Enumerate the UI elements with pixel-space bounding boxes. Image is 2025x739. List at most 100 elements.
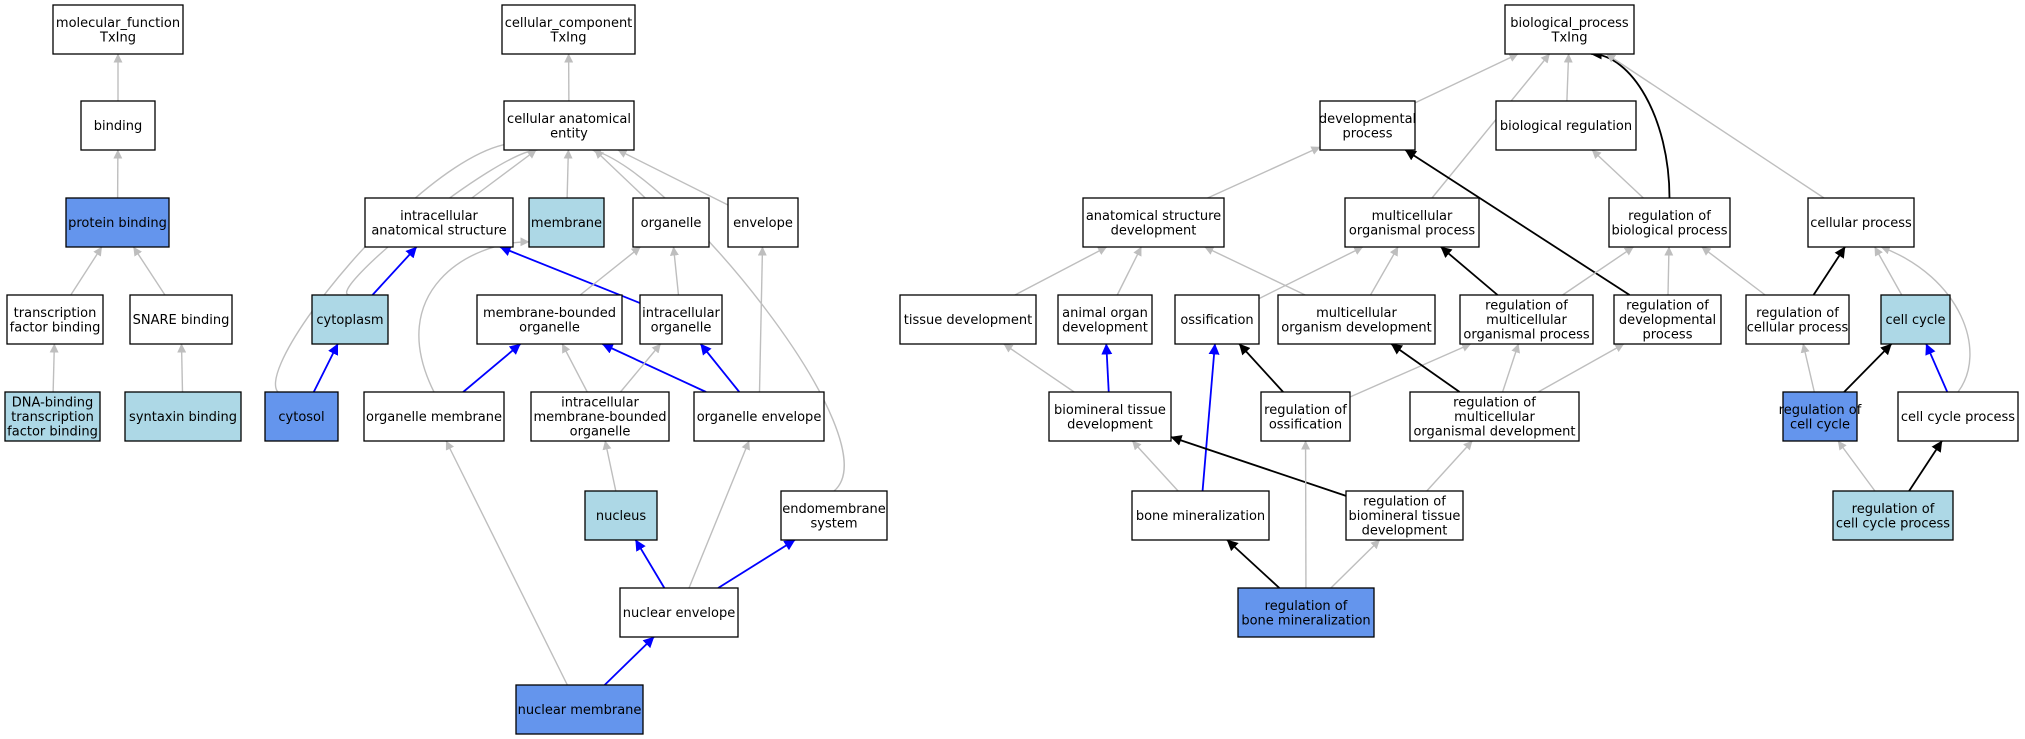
edge-btd-to-td	[1003, 343, 1075, 393]
edge-bm-to-btd	[1131, 440, 1179, 492]
node-label-line: development	[1062, 320, 1148, 335]
node-label-line: nuclear envelope	[623, 606, 735, 621]
node-label-line: biological regulation	[1500, 119, 1632, 134]
edge-es-to-cae	[591, 147, 845, 492]
node-cp[interactable]: cellular process	[1807, 197, 1915, 248]
node-label-line: membrane	[531, 216, 602, 231]
node-oe[interactable]: organelle envelope	[693, 391, 825, 442]
node-box	[476, 294, 623, 345]
node-label-line: endomembrane	[782, 502, 886, 517]
node-box	[1048, 391, 1172, 442]
node-syntaxin-binding[interactable]: syntaxin binding	[124, 391, 242, 442]
node-box	[1897, 391, 2019, 442]
edge-cytosol-to-cytoplasm	[312, 343, 339, 393]
node-ccp[interactable]: cell cycle process	[1897, 391, 2019, 442]
node-label-line: envelope	[733, 216, 793, 231]
node-box	[129, 294, 233, 345]
edge-ross-to-rmop	[1349, 343, 1472, 398]
edge-ross-to-oss	[1238, 343, 1284, 393]
node-box	[1880, 294, 1951, 345]
node-box	[619, 587, 739, 638]
node-protein-binding[interactable]: protein binding	[65, 197, 170, 248]
node-label-line: process	[1643, 328, 1693, 343]
node-box	[1608, 197, 1731, 248]
edge-rbp-to-br	[1591, 149, 1644, 199]
edge-cytosol-to-cae	[274, 141, 542, 396]
node-om[interactable]: organelle membrane	[363, 391, 505, 442]
edge-om-to-mbo	[462, 343, 521, 393]
node-box	[632, 197, 710, 248]
node-binding[interactable]: binding	[80, 100, 156, 151]
edge-dna_tf_binding-to-tf_binding	[49, 343, 59, 393]
node-bm[interactable]: bone mineralization	[1131, 490, 1270, 541]
node-label-line: organelle envelope	[697, 410, 822, 425]
node-cc-cycle[interactable]: cell cycle	[1880, 294, 1951, 345]
node-box	[1174, 294, 1260, 345]
node-box	[1459, 294, 1594, 345]
node-box	[6, 294, 104, 345]
node-envelope[interactable]: envelope	[727, 197, 799, 248]
node-td[interactable]: tissue development	[899, 294, 1037, 345]
node-box	[530, 391, 670, 442]
node-cytosol[interactable]: cytosol	[264, 391, 339, 442]
node-label-line: organelle membrane	[366, 410, 502, 425]
node-box	[1495, 100, 1637, 151]
node-label-line: multicellular	[1316, 306, 1397, 321]
node-box	[1807, 197, 1915, 248]
node-ne[interactable]: nuclear envelope	[619, 587, 739, 638]
edge-imbo-to-io	[619, 343, 662, 393]
edge-mod-to-asd	[1204, 246, 1306, 296]
node-label-line: factor binding	[7, 425, 98, 440]
node-snare-binding[interactable]: SNARE binding	[129, 294, 233, 345]
edge-oss-to-mop	[1258, 246, 1364, 300]
node-label-line: multicellular	[1372, 209, 1453, 224]
node-br[interactable]: biological regulation	[1495, 100, 1637, 151]
node-organelle[interactable]: organelle	[632, 197, 710, 248]
node-nucleus[interactable]: nucleus	[584, 490, 658, 541]
node-oss[interactable]: ossification	[1174, 294, 1260, 345]
edge-rmod-to-rmop	[1501, 343, 1521, 393]
node-nm[interactable]: nuclear membrane	[515, 684, 644, 735]
node-box	[1409, 391, 1580, 442]
node-label-line: organelle	[651, 320, 712, 335]
node-box	[1260, 391, 1351, 442]
node-membrane[interactable]: membrane	[528, 197, 605, 248]
edge-rcc-to-cc_cycle	[1843, 343, 1893, 393]
node-label-line: organism development	[1281, 320, 1431, 335]
edge-ccp-to-cp	[1880, 245, 1971, 393]
edge-rcp-to-cp	[1812, 246, 1846, 296]
node-label-line: ossification	[1269, 417, 1342, 432]
node-label-line: binding	[94, 119, 142, 134]
node-label-line: factor binding	[10, 320, 101, 335]
node-label-line: cellular process	[1810, 216, 1912, 231]
node-cytoplasm[interactable]: cytoplasm	[311, 294, 389, 345]
node-label-line: multicellular	[1486, 313, 1567, 328]
